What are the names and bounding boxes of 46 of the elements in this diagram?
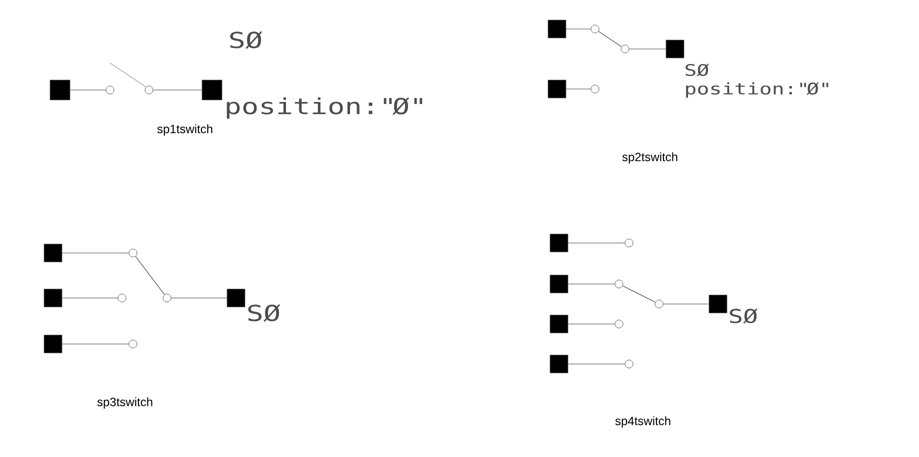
wire-line [568, 242, 626, 244]
wire-line [566, 88, 592, 90]
contact-circle [590, 24, 600, 34]
caption: sp1tswitch [157, 124, 212, 136]
caption: sp2tswitch [622, 152, 678, 164]
terminal-square [550, 234, 568, 252]
contact-circle [590, 84, 600, 94]
terminal-square [202, 80, 222, 100]
terminal-square [226, 288, 246, 308]
switch-label: SØ [686, 64, 709, 76]
terminal-square [666, 40, 684, 58]
wire-line [566, 28, 592, 30]
wire-line [598, 31, 622, 47]
wire-line [622, 286, 656, 302]
contact-circle [106, 86, 114, 94]
contact-circle [144, 86, 154, 94]
contact-circle [162, 294, 172, 302]
contact-circle [624, 238, 634, 248]
contact-circle [128, 340, 138, 348]
switch-label: SØ [248, 304, 280, 322]
switch-label: position:"Ø" [686, 82, 828, 98]
terminal-square [708, 294, 728, 314]
terminal-square [550, 354, 568, 374]
contact-circle [128, 248, 138, 258]
contact-circle [624, 360, 634, 368]
terminal-square [550, 274, 568, 294]
wire-line [135, 256, 165, 295]
caption: sp3tswitch [97, 397, 152, 409]
terminal-square [548, 20, 566, 38]
wire-line [62, 252, 130, 254]
caption: sp4tswitch [615, 416, 670, 428]
contact-circle [614, 320, 624, 328]
switch-label: SØ [230, 31, 262, 49]
contact-circle [614, 280, 624, 288]
terminal-square [44, 334, 62, 354]
terminal-square [50, 80, 70, 100]
switch-label: position:"Ø" [226, 97, 422, 119]
switch-label: SØ [730, 308, 758, 324]
terminal-square [44, 244, 62, 262]
contact-circle [654, 300, 664, 308]
wire-line [628, 48, 666, 50]
terminal-square [550, 314, 568, 334]
terminal-square [44, 288, 62, 308]
terminal-square [548, 80, 566, 98]
contact-circle [620, 44, 630, 54]
contact-circle [118, 294, 126, 302]
